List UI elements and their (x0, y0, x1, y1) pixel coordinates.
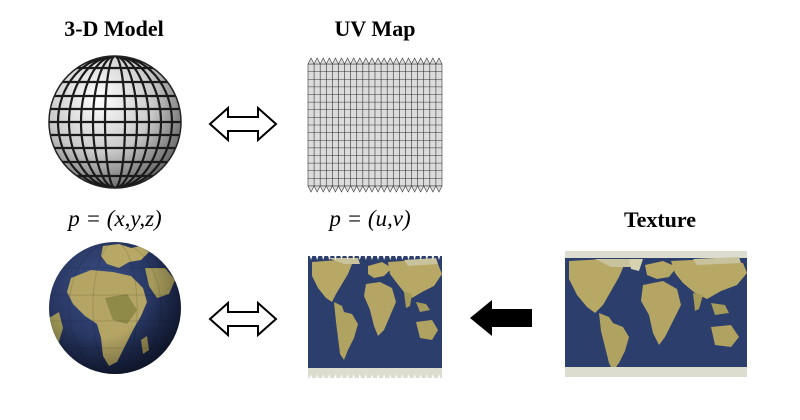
texture-title: Texture (623, 207, 697, 232)
uv-coordinate-formula: p = (u,v) (329, 206, 411, 231)
texture-world-map-image (565, 251, 747, 377)
model-coordinate-formula: p = (x,y,z) (68, 206, 162, 231)
textured-uv-map (308, 250, 442, 384)
double-arrow-icon-lower (208, 300, 278, 338)
double-arrow-icon (208, 105, 278, 143)
textured-globe-model (49, 242, 181, 374)
uv-mesh-grid (307, 57, 443, 193)
model-title: 3-D Model (64, 16, 164, 41)
mesh-sphere-model (48, 55, 182, 189)
left-arrow-icon (470, 300, 532, 336)
uv-map-title: UV Map (334, 16, 416, 41)
